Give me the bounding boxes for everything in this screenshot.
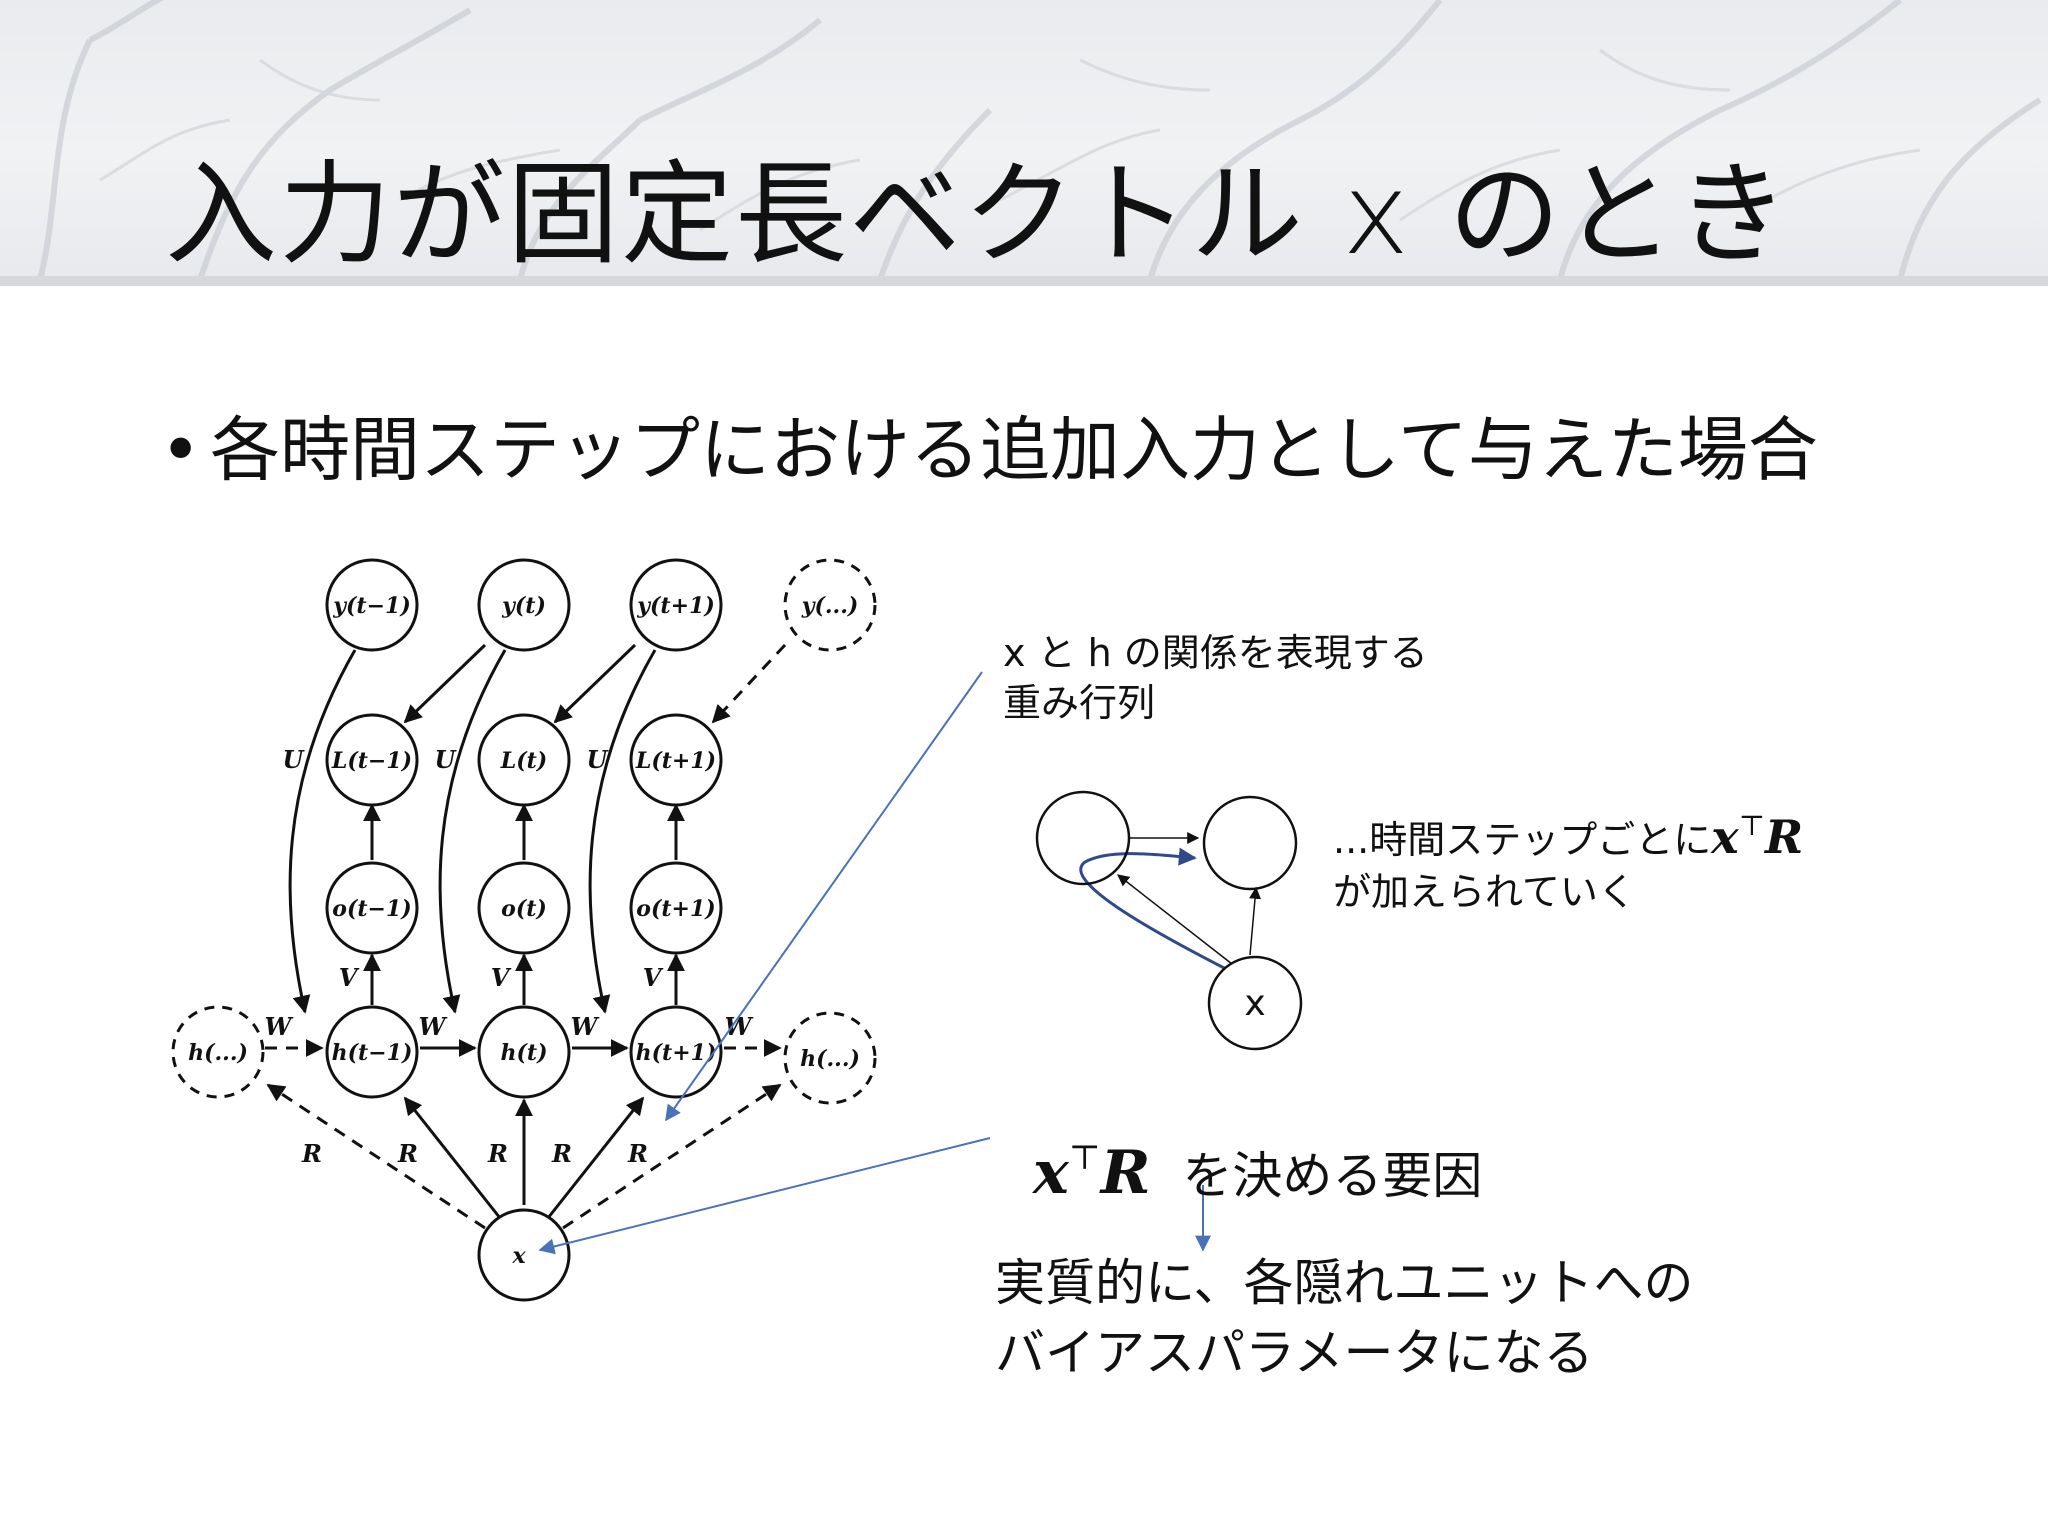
node-y-cur [477,558,571,652]
factor-text: を決める要因 [1182,1147,1483,1205]
label-y-prev: y(t−1) [332,593,411,619]
edge-label-w-2: W [419,1012,448,1041]
small-diagram: x [1035,790,1303,1051]
annotation-added-math-x: x [1711,810,1739,864]
node-h-before [171,1005,265,1099]
edge-y-h-prev [288,649,357,1014]
edge-label-r-5: R [627,1139,648,1168]
factor-math-r: R [1100,1138,1151,1208]
small-label-x: x [1244,983,1265,1024]
node-l-cur [477,713,571,807]
small-blue-curve [1079,847,1229,972]
edge-label-u-3: U [587,745,610,774]
edge-r-1 [403,1096,502,1219]
small-edge-x-h2 [1249,886,1262,956]
annotation-added-per-step: ...時間ステップごとにx⊤R が加えられていく [1333,800,1803,918]
small-node-x [1207,955,1303,1051]
label-x: x [511,1243,526,1269]
edge-y-l-cur [553,643,637,724]
label-o-cur: o(t) [501,896,547,922]
edge-label-u-2: U [435,745,458,774]
edge-r-4 [562,1083,782,1230]
annotation-added-line1: ...時間ステップごとにx⊤R [1333,800,1803,866]
edge-label-w-3: W [571,1012,600,1041]
edge-label-v-2: V [491,963,512,992]
label-h-prev: h(t−1) [332,1040,413,1066]
node-o-cur [477,861,571,955]
label-y-next: y(t+1) [636,593,715,619]
node-h-after [783,1011,877,1105]
edge-y-h-cur [438,649,507,1014]
edge-y-l-prev [403,643,487,724]
node-y-next [629,558,723,652]
node-h-cur [477,1005,571,1099]
slide-title: 入力が固定長ベクトル x のとき [165,150,1791,280]
conclusion-text: 実質的に、各隠れユニットへの バイアスパラメータになる [995,1248,1694,1388]
bullet-text: 各時間ステップにおける追加入力として与えた場合 [210,409,1818,491]
annotation-added-line2: が加えられていく [1333,870,1636,914]
label-h-next: h(t+1) [636,1040,717,1066]
node-l-prev [325,713,419,807]
node-y-more [783,558,877,652]
label-h-before: h(...) [188,1040,248,1066]
arrow-factor [538,1137,991,1255]
conclusion-line1: 実質的に、各隠れユニットへの [995,1254,1694,1312]
label-h-cur: h(t) [501,1040,548,1066]
label-h-after: h(...) [800,1046,860,1072]
small-node-h2 [1202,795,1298,891]
node-h-prev [325,1005,419,1099]
edge-label-r-1: R [301,1139,322,1168]
node-y-prev [325,558,419,652]
label-l-next: L(t+1) [635,748,716,774]
node-o-next [629,861,723,955]
small-edge-x-h1 [1117,874,1233,965]
annotation-added-math-r: R [1765,810,1804,864]
edge-label-r-4: R [551,1139,572,1168]
tree-branches-texture [37,0,2042,280]
edge-y-l-next [711,643,787,724]
edge-label-w-1: W [265,1012,294,1041]
node-l-next [629,713,723,807]
edge-label-v-1: V [339,963,360,992]
edge-label-r-2: R [397,1139,418,1168]
header-rule [0,276,2048,286]
label-o-next: o(t+1) [636,896,715,922]
small-node-h1 [1035,790,1131,886]
factor-math-sup: ⊤ [1068,1138,1101,1178]
bullet-item: •各時間ステップにおける追加入力として与えた場合 [160,405,1818,495]
label-l-prev: L(t−1) [331,748,412,774]
edge-label-v-3: V [643,963,664,992]
label-o-prev: o(t−1) [332,896,411,922]
edge-label-u-1: U [283,745,306,774]
label-y-cur: y(t) [501,593,546,619]
annotation-added-math-sup: ⊤ [1738,809,1766,842]
arrow-weight-matrix [665,671,983,1122]
annotation-weight-matrix-line2: 重み行列 [1003,681,1156,725]
edge-label-r-3: R [487,1139,508,1168]
bullet-marker: • [160,409,202,491]
conclusion-line2: バイアスパラメータになる [995,1324,1594,1382]
node-x [477,1208,571,1302]
edge-r-0 [266,1083,486,1230]
edge-r-3 [546,1096,645,1219]
label-l-cur: L(t) [500,748,547,774]
label-y-more: y(...) [801,593,859,619]
annotation-weight-matrix-line1: x と h の関係を表現する [1003,631,1428,675]
node-o-prev [325,861,419,955]
annotation-weight-matrix: x と h の関係を表現する 重み行列 [1003,628,1428,728]
edge-y-h-next [588,649,657,1014]
factor-label: x⊤R を決める要因 [1033,1122,1482,1212]
annotation-added-prefix: ...時間ステップごとに [1333,818,1712,862]
header-background [0,0,2048,280]
factor-math-x: x [1033,1138,1069,1208]
